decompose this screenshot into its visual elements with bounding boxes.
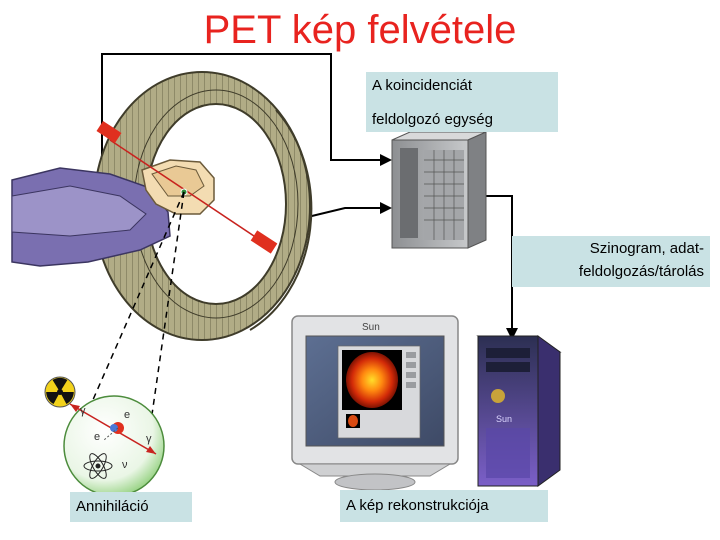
storage-server: Sun (478, 336, 560, 486)
server-logo: Sun (496, 414, 512, 424)
page-title: PET kép felvétele (0, 6, 720, 54)
monitor-logo: Sun (362, 322, 380, 333)
annihilation-label: Annihiláció (70, 492, 192, 522)
coincidence-label-line2: feldolgozó egység (372, 109, 552, 131)
sinogram-label: Szinogram, adat- feldolgozás/tárolás (512, 236, 710, 287)
coincidence-label-line1: A koincidenciát (372, 75, 552, 97)
annihilation-sphere: e e γ γ ν (64, 396, 164, 496)
neutrino-symbol: ν (122, 459, 128, 471)
coincidence-unit-label: A koincidenciát feldolgozó egység (366, 72, 558, 132)
gamma-left-symbol: γ (80, 405, 86, 417)
coincidence-processing-unit (392, 132, 486, 248)
sinogram-label-line1: Szinogram, adat- (518, 237, 704, 260)
gamma-right-symbol: γ (146, 433, 152, 445)
radiation-icon (45, 377, 75, 407)
display-monitor: Sun (292, 316, 458, 490)
electron-top-symbol: e (124, 409, 130, 421)
electron-left-symbol: e (94, 431, 100, 443)
sinogram-label-line2: feldolgozás/tárolás (518, 260, 704, 283)
reconstruction-label: A kép rekonstrukciója (340, 490, 548, 522)
